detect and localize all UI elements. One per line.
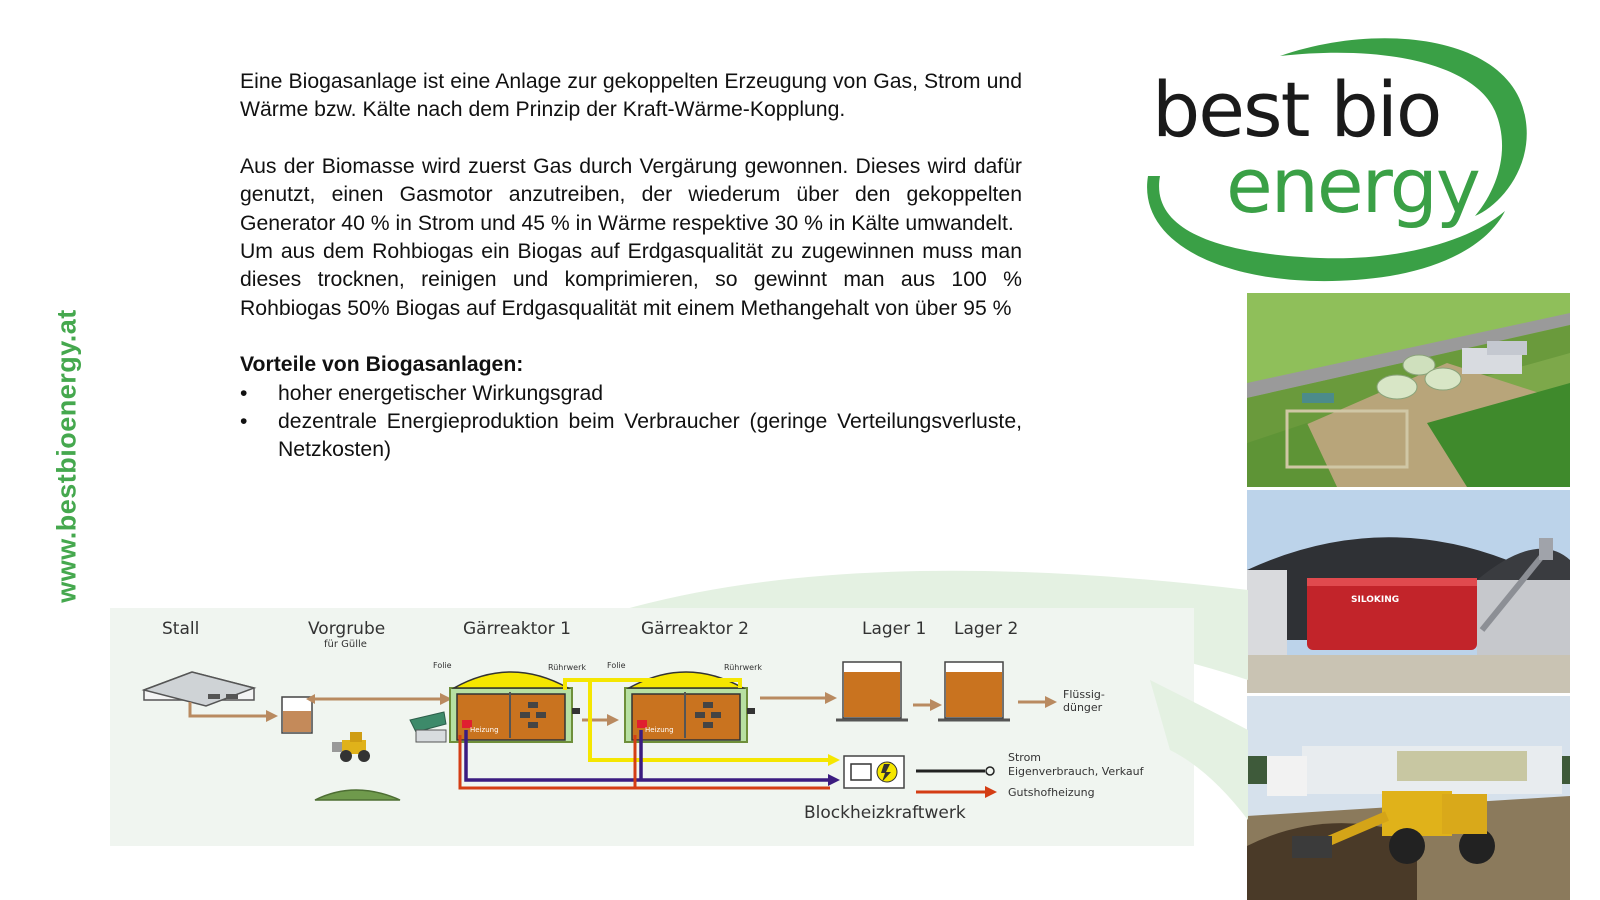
feed-hopper-icon (409, 711, 447, 743)
stall-icon (141, 671, 257, 707)
chp-unit-icon (843, 755, 905, 789)
storage-2-icon (938, 661, 1010, 722)
paragraph-process: Aus der Biomasse wird zuerst Gas durch V… (240, 154, 1022, 235)
label-strom: Strom (1008, 751, 1041, 764)
label-strom-sub: Eigenverbrauch, Verkauf (1008, 765, 1145, 778)
label-lager2: Lager 2 (954, 619, 1018, 639)
label-heizung-2: Heizung (645, 726, 674, 734)
label-reaktor1: Gärreaktor 1 (463, 619, 571, 639)
label-ruehrwerk-1: Rührwerk (548, 663, 586, 672)
label-lager1: Lager 1 (862, 619, 926, 639)
label-ruehrwerk-2: Rührwerk (724, 663, 762, 672)
main-text-block: Eine Biogasanlage ist eine Anlage zur ge… (240, 68, 1022, 465)
label-guts: Gutshofheizung (1008, 786, 1095, 799)
biogas-process-diagram: Stall Vorgrube für Gülle Gärreaktor 1 Gä… (110, 570, 1248, 846)
paragraph-upgrade: Um aus dem Rohbiogas ein Biogas auf Erdg… (240, 240, 1022, 320)
label-reaktor2: Gärreaktor 2 (641, 619, 749, 639)
side-website-url: www.bestbioenergy.at (47, 275, 87, 637)
storage-1-icon (836, 661, 908, 722)
logo-line1: best bio (1152, 65, 1440, 154)
reactor-1-icon (449, 671, 580, 743)
label-vorgrube: Vorgrube (308, 619, 385, 639)
paragraph-intro: Eine Biogasanlage ist eine Anlage zur ge… (240, 70, 1022, 122)
advantage-text: dezentrale Energieproduktion beim Verbra… (278, 410, 1022, 462)
label-vorgrube-sub: für Gülle (324, 639, 367, 650)
company-logo: best bio energy (1147, 38, 1527, 282)
label-stall: Stall (162, 619, 199, 639)
advantage-item: • hoher energetischer Wirkungsgrad (240, 380, 1022, 408)
label-fluessig-2: dünger (1063, 701, 1103, 714)
wheel-loader-photo (1247, 696, 1570, 900)
bullet-icon: • (240, 381, 248, 405)
bullet-icon: • (240, 410, 248, 434)
gas-pipe (563, 678, 828, 762)
wheel-loader-icon (332, 732, 370, 762)
silo-brand-label: SILOKING (1351, 595, 1399, 605)
label-folie-1: Folie (433, 661, 452, 670)
aerial-plant-photo (1247, 293, 1570, 487)
silage-heap-icon (314, 789, 401, 801)
advantage-text: hoher energetischer Wirkungsgrad (278, 381, 604, 405)
advantages-title: Vorteile von Biogasanlagen: (240, 353, 524, 377)
logo-line2: energy (1226, 141, 1479, 230)
label-folie-2: Folie (607, 661, 626, 670)
label-heizung-1: Heizung (470, 726, 499, 734)
side-website-url-text: www.bestbioenergy.at (51, 309, 82, 603)
vorgrube-tank-icon (281, 696, 313, 734)
label-bhkw: Blockheizkraftwerk (804, 803, 966, 823)
label-fluessig-1: Flüssig- (1063, 688, 1105, 701)
silo-mixer-photo: SILOKING (1247, 490, 1570, 693)
advantage-item: • dezentrale Energieproduktion beim Verb… (240, 408, 1022, 465)
